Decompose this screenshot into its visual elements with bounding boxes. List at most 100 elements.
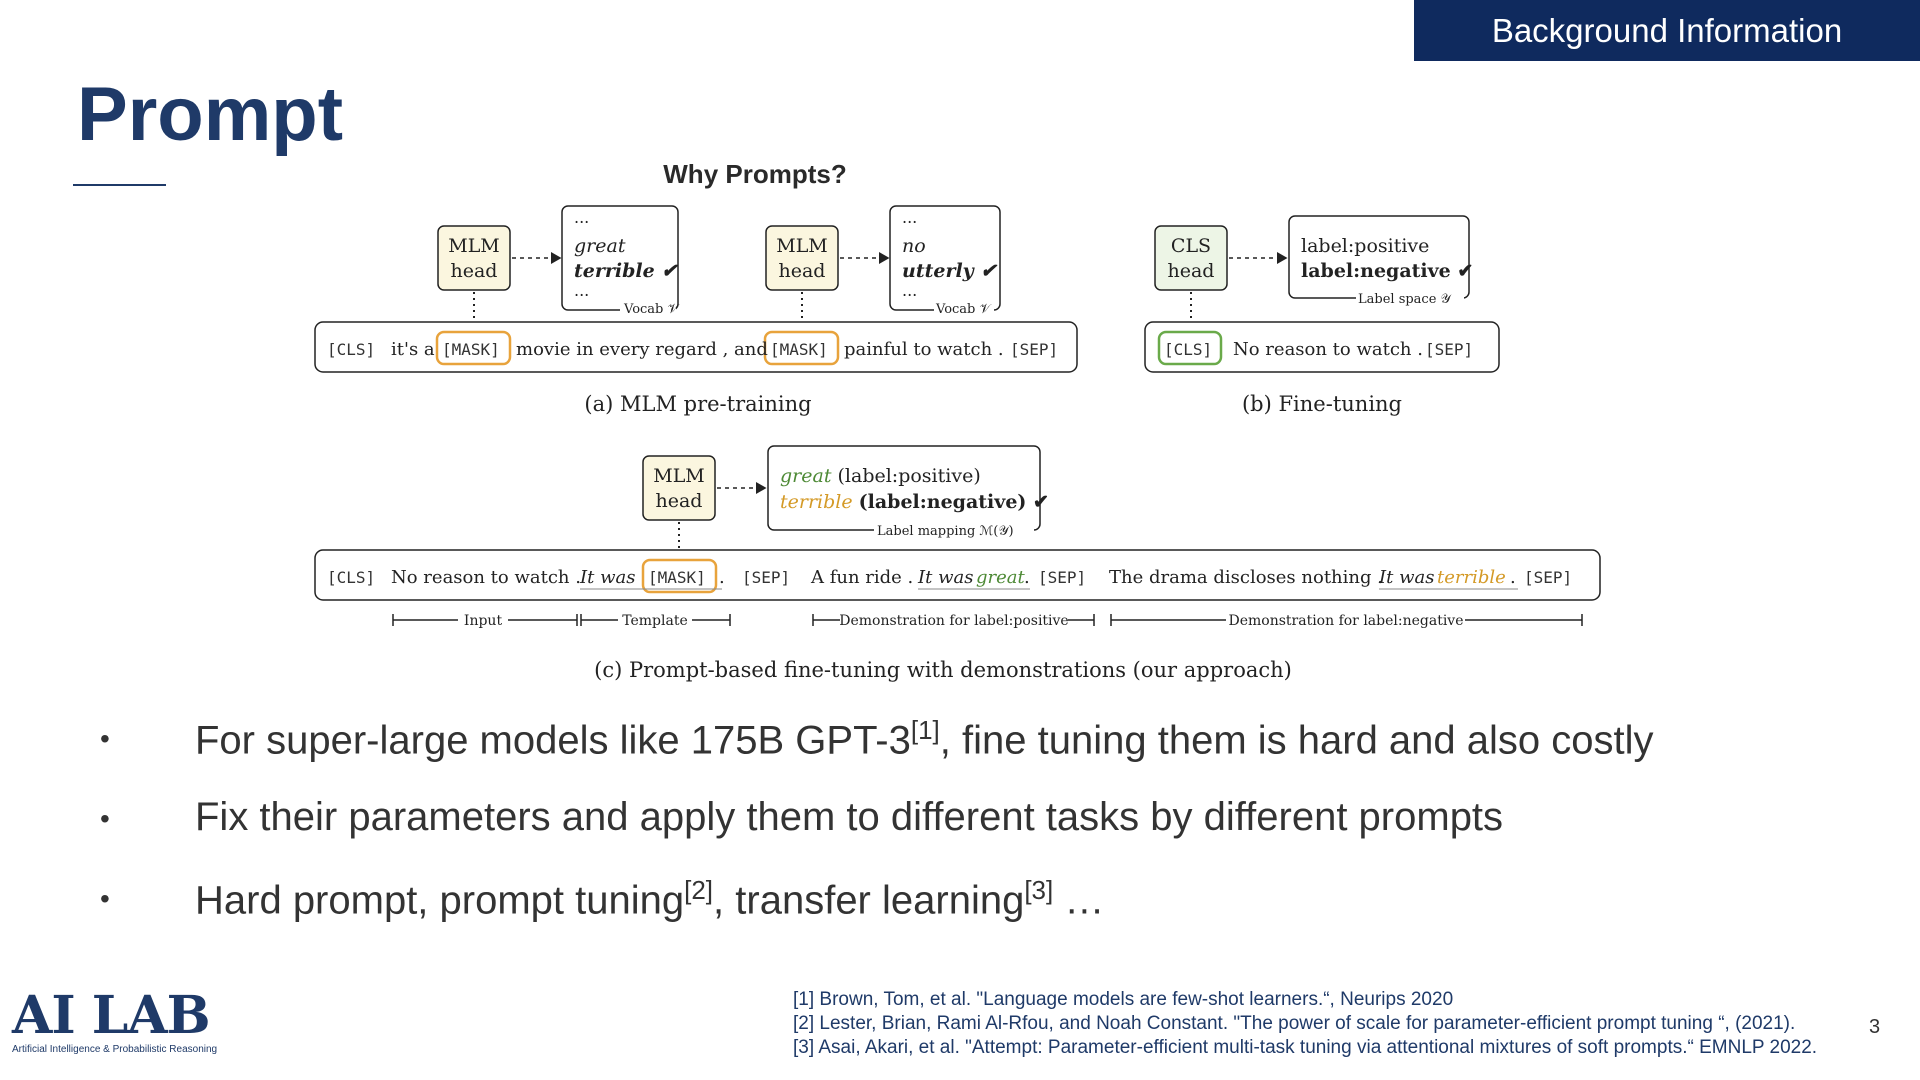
seq-c-sep-1: [SEP] bbox=[742, 568, 790, 587]
seq-c-cls: [CLS] bbox=[327, 568, 375, 587]
mapping-great: great bbox=[780, 465, 832, 487]
bullet-3-citation-2: [3] bbox=[1024, 875, 1054, 905]
vocab-1-item-2: great bbox=[574, 235, 626, 257]
seq-a-text-1: it's a bbox=[391, 339, 435, 360]
seq-a-text-2: movie in every regard , and bbox=[516, 339, 768, 360]
seq-c-mask: [MASK] bbox=[648, 568, 706, 587]
vocab-2-item-3: utterly ✔ bbox=[902, 260, 998, 282]
panel-a: MLM head ... great terrible ✔ ... Vocab … bbox=[314, 205, 1078, 416]
mapping-negative: (label:negative) ✔ bbox=[859, 491, 1049, 513]
logo-wordmark: AI LAB bbox=[12, 985, 211, 1046]
mask-highlight-c bbox=[641, 558, 718, 594]
bullet-3-post: , transfer learning bbox=[713, 878, 1025, 923]
mapping-terrible: terrible bbox=[780, 491, 853, 513]
vocab-label-2: Vocab 𝒱 bbox=[935, 302, 993, 317]
vocab-2-item-1: ... bbox=[902, 208, 917, 227]
title-underline bbox=[73, 184, 166, 186]
label-space-box bbox=[1288, 215, 1470, 299]
bullet-2-marker: • bbox=[100, 803, 110, 834]
caption-c: (c) Prompt-based fine-tuning with demons… bbox=[594, 658, 1292, 682]
mlm-head-2-line2: head bbox=[779, 260, 826, 282]
seq-c-sep-3: [SEP] bbox=[1524, 568, 1572, 587]
seq-c-great: great bbox=[976, 567, 1026, 588]
label-space-caption: Label space 𝒴 bbox=[1358, 292, 1452, 307]
vocab-2-item-2: no bbox=[902, 235, 926, 257]
section-tag: Background Information bbox=[1414, 0, 1920, 61]
seq-a-mask-1: [MASK] bbox=[442, 340, 500, 359]
seq-c-sep-2: [SEP] bbox=[1038, 568, 1086, 587]
reference-3: [3] Asai, Akari, et al. "Attempt: Parame… bbox=[793, 1037, 1818, 1058]
caption-a: (a) MLM pre-training bbox=[584, 392, 811, 416]
span-template bbox=[580, 614, 731, 626]
page-number: 3 bbox=[1869, 1016, 1881, 1038]
seq-c-input: No reason to watch . bbox=[391, 567, 581, 588]
cls-head-box bbox=[1154, 225, 1228, 291]
seq-a-cls: [CLS] bbox=[327, 340, 375, 359]
mlm-head-box-1 bbox=[437, 225, 511, 291]
bullet-1-marker: • bbox=[100, 723, 110, 754]
seq-c-dot-1: . bbox=[719, 567, 725, 588]
bullet-3-ellipsis: … bbox=[1053, 878, 1105, 923]
cls-highlight bbox=[1157, 330, 1223, 366]
mlm-head-1-line2: head bbox=[451, 260, 498, 282]
span-demo-positive bbox=[812, 614, 1095, 626]
seq-a-text-3: painful to watch . bbox=[844, 339, 1004, 360]
mlm-head-2-line1: MLM bbox=[776, 235, 828, 257]
seq-c-itwas-3: It was bbox=[1378, 567, 1434, 588]
mapping-line-1: great (label:positive) bbox=[780, 465, 981, 487]
mlm-head-c-line1: MLM bbox=[653, 465, 705, 487]
seq-c-dot-2: . bbox=[1024, 567, 1030, 588]
ai-lab-logo: AI LAB Artificial Intelligence & Probabi… bbox=[12, 985, 218, 1056]
mapping-line-2: terrible (label:negative) ✔ bbox=[780, 491, 1049, 513]
diagram-subtitle: Why Prompts? bbox=[663, 159, 847, 189]
mlm-head-c-line2: head bbox=[656, 490, 703, 512]
cls-head-line2: head bbox=[1168, 260, 1215, 282]
label-positive: label:positive bbox=[1301, 235, 1429, 257]
bullet-2-pre: Fix their parameters and apply them to d… bbox=[195, 795, 1504, 839]
span-input-label: Input bbox=[464, 613, 503, 629]
vocab-1-item-3: terrible ✔ bbox=[574, 260, 679, 282]
mask-highlight-a2 bbox=[763, 330, 840, 366]
sequence-box-c bbox=[314, 549, 1601, 601]
bullet-2-text: Fix their parameters and apply them to d… bbox=[195, 795, 1503, 840]
sequence-box-b bbox=[1144, 321, 1500, 373]
seq-a-sep: [SEP] bbox=[1010, 340, 1058, 359]
seq-c-itwas-1: It was bbox=[579, 567, 635, 588]
span-demo-positive-label: Demonstration for label:positive bbox=[839, 613, 1068, 629]
mlm-head-box-c bbox=[642, 455, 716, 521]
panel-b: CLS head label:positive label:negative ✔… bbox=[1144, 215, 1500, 416]
page-title: Prompt bbox=[77, 72, 343, 157]
seq-b-cls: [CLS] bbox=[1164, 340, 1212, 359]
panel-c: MLM head great (label:positive) terrible… bbox=[314, 445, 1601, 682]
prompt-diagram: MLM head ... great terrible ✔ ... Vocab … bbox=[314, 205, 1601, 682]
references: [1] Brown, Tom, et al. "Language models … bbox=[793, 988, 1817, 1060]
bullet-1-pre: For super-large models like 175B GPT-3 bbox=[195, 718, 911, 763]
seq-b-sep: [SEP] bbox=[1425, 340, 1473, 359]
bullet-1-post: , fine tuning them is hard and also cost… bbox=[939, 718, 1654, 763]
mlm-head-1-line1: MLM bbox=[448, 235, 500, 257]
reference-1: [1] Brown, Tom, et al. "Language models … bbox=[793, 989, 1454, 1010]
seq-a-mask-2: [MASK] bbox=[770, 340, 828, 359]
span-input bbox=[392, 614, 578, 626]
span-template-label: Template bbox=[622, 613, 688, 629]
mask-highlight-a1 bbox=[435, 330, 512, 366]
label-mapping-caption: Label mapping ℳ(𝒴) bbox=[877, 524, 1014, 539]
bullet-1-text: For super-large models like 175B GPT-3[1… bbox=[195, 715, 1654, 763]
logo-tagline: Artificial Intelligence & Probabilistic … bbox=[12, 1044, 218, 1055]
bullet-3-marker: • bbox=[100, 883, 110, 914]
seq-c-dot-3: . bbox=[1510, 567, 1516, 588]
label-negative: label:negative ✔ bbox=[1301, 260, 1473, 282]
vocab-1-item-4: ... bbox=[574, 281, 589, 300]
span-demo-negative bbox=[1110, 614, 1583, 626]
vocab-label-1: Vocab 𝒱 bbox=[623, 302, 681, 317]
seq-c-demo-1: A fun ride . bbox=[810, 567, 913, 588]
seq-b-text: No reason to watch . bbox=[1233, 339, 1423, 360]
bullet-3-citation-1: [2] bbox=[684, 875, 714, 905]
mlm-head-box-2 bbox=[765, 225, 839, 291]
caption-b: (b) Fine-tuning bbox=[1242, 392, 1402, 416]
bullet-3-pre: Hard prompt, prompt tuning bbox=[195, 878, 685, 923]
sequence-box-a bbox=[314, 321, 1078, 373]
bullet-3-text: Hard prompt, prompt tuning[2], transfer … bbox=[195, 875, 1104, 923]
seq-c-itwas-2: It was bbox=[917, 567, 973, 588]
mapping-positive: (label:positive) bbox=[838, 465, 981, 487]
